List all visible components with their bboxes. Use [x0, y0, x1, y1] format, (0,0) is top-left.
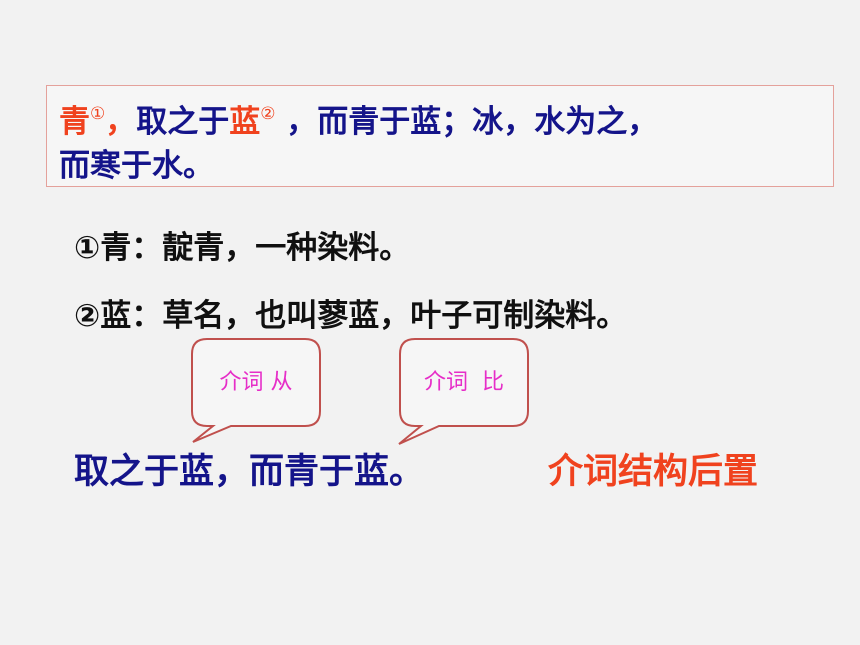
- grammar-term: 介词结构后置: [548, 452, 759, 492]
- callout-bi: 介词 比: [398, 338, 529, 445]
- quote-rest: ，而青于蓝；冰，水为之，: [275, 104, 659, 140]
- quote-line-2: 而寒于水。: [59, 148, 214, 184]
- note-qing: ①青：靛青，一种染料。: [74, 230, 411, 266]
- quote-word-qing: 青: [59, 104, 90, 140]
- callout-label: 介词 从: [219, 370, 293, 395]
- quote-line-1: 青①，取之于蓝② ，而青于蓝；冰，水为之，: [59, 92, 823, 144]
- callout-label: 介词 比: [424, 370, 504, 395]
- quote-box: 青①，取之于蓝② ，而青于蓝；冰，水为之， 而寒于水。: [46, 85, 834, 187]
- speech-bubble-icon: [191, 338, 321, 443]
- example-sentence: 取之于蓝，而青于蓝。: [74, 452, 425, 492]
- quote-take-from: 取之于: [136, 104, 230, 140]
- speech-bubble-icon: [398, 338, 529, 445]
- quote-word-lan: 蓝: [229, 104, 261, 140]
- note-lan: ②蓝：草名，也叫蓼蓝，叶子可制染料。: [74, 298, 628, 334]
- callout-cong: 介词 从: [191, 338, 321, 443]
- footnote-mark-2: ②: [260, 104, 276, 124]
- quote-comma: ，: [105, 104, 137, 140]
- footnote-mark-1: ①: [90, 104, 106, 124]
